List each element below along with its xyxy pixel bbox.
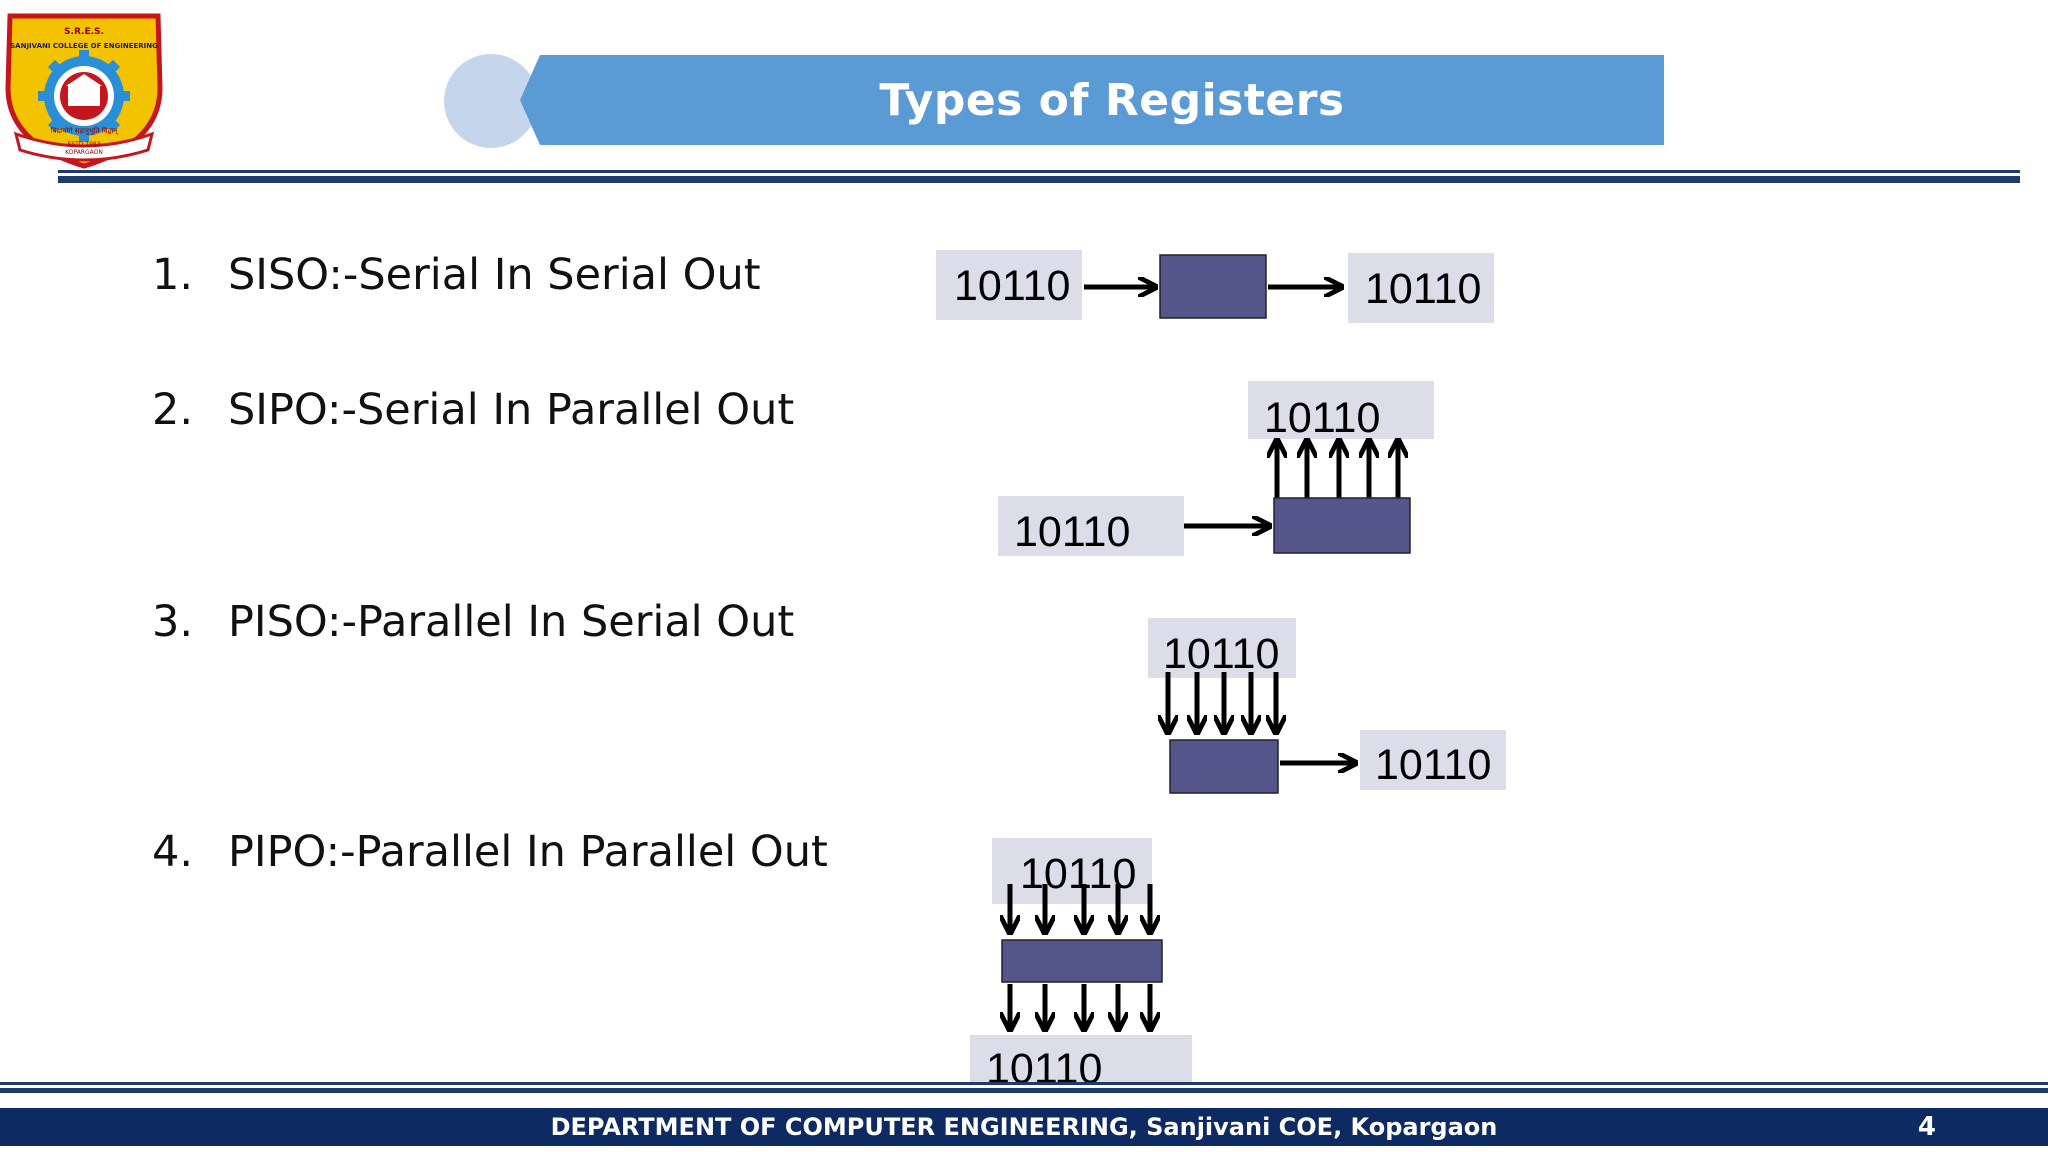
piso-output-value: 10110	[1375, 741, 1491, 789]
siso-input-value: 10110	[954, 262, 1070, 310]
footer-rule-thin	[0, 1082, 2048, 1085]
footer-rule-thick	[0, 1088, 2048, 1093]
list-item-sipo: 2. SIPO:-Serial In Parallel Out	[152, 385, 794, 435]
list-text: PIPO:-Parallel In Parallel Out	[228, 827, 828, 877]
title-banner: Types of Registers	[520, 55, 1664, 145]
pipo-output-arrows	[1010, 984, 1150, 1030]
pipo-diagram: 10110 10110	[970, 838, 1192, 1093]
list-number: 1.	[152, 250, 194, 300]
sipo-register	[1273, 497, 1411, 554]
siso-output-box	[1348, 253, 1494, 323]
header-rule-thick	[58, 176, 2020, 183]
sipo-output-value: 10110	[1264, 394, 1380, 442]
siso-diagram: 10110 10110	[936, 250, 1494, 323]
list-number: 2.	[152, 385, 194, 435]
logo-established: ESTD.1983	[67, 141, 100, 148]
college-logo: S.R.E.S. SANJIVANI COLLEGE OF ENGINEERIN…	[5, 13, 163, 169]
piso-diagram: 10110 10110	[1148, 618, 1506, 794]
logo-motto: विद्यायोगे सहानुभूति विद्वान्	[51, 126, 118, 135]
logo-place: KOPARGAON	[65, 149, 103, 156]
list-text: SISO:-Serial In Serial Out	[228, 250, 761, 300]
list-item-pipo: 4. PIPO:-Parallel In Parallel Out	[152, 827, 828, 877]
list-text: PISO:-Parallel In Serial Out	[228, 597, 795, 647]
list-item-piso: 3. PISO:-Parallel In Serial Out	[152, 597, 794, 647]
siso-input-box	[936, 250, 1082, 320]
pipo-input-arrows	[1010, 884, 1150, 933]
footer-text: DEPARTMENT OF COMPUTER ENGINEERING, Sanj…	[550, 1113, 1498, 1141]
pipo-input-box	[992, 838, 1152, 904]
sipo-input-value: 10110	[1014, 508, 1130, 556]
page-number: 4	[1917, 1112, 1936, 1142]
header-rule-thin	[58, 170, 2020, 173]
list-number: 3.	[152, 597, 194, 647]
sipo-output-box	[1248, 381, 1434, 439]
piso-input-value: 10110	[1163, 630, 1279, 678]
siso-register	[1159, 254, 1267, 319]
footer-bar: DEPARTMENT OF COMPUTER ENGINEERING, Sanj…	[0, 1108, 2048, 1146]
siso-output-value: 10110	[1365, 265, 1481, 313]
piso-parallel-arrows	[1168, 672, 1276, 733]
list-text: SIPO:-Serial In Parallel Out	[228, 385, 795, 435]
sipo-parallel-arrows	[1277, 440, 1398, 498]
piso-input-box	[1148, 618, 1296, 678]
pipo-register	[1001, 939, 1163, 983]
piso-register	[1169, 739, 1279, 794]
logo-top-text: S.R.E.S.	[64, 27, 104, 37]
pipo-output-box	[970, 1035, 1192, 1083]
list-number: 4.	[152, 827, 194, 877]
page-title: Types of Registers	[879, 74, 1345, 126]
sipo-diagram: 10110 10110	[998, 381, 1434, 556]
sipo-input-box	[998, 496, 1184, 556]
piso-output-box	[1360, 730, 1506, 790]
pipo-output-value: 10110	[986, 1045, 1102, 1093]
logo-college-name: SANJIVANI COLLEGE OF ENGINEERING	[10, 42, 158, 50]
list-item-siso: 1. SISO:-Serial In Serial Out	[152, 250, 761, 300]
